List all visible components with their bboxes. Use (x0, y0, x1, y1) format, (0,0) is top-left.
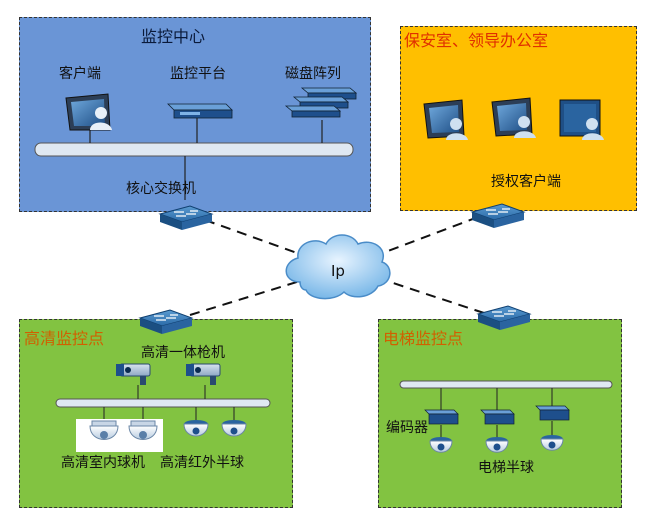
disk-array-label: 磁盘阵列 (285, 66, 341, 82)
center-backbone-bar (34, 142, 354, 157)
link-office-to-cloud (387, 216, 479, 252)
hd-monitoring-zone (19, 319, 293, 508)
ip-cloud (285, 234, 391, 300)
elevator-dome-3-icon (540, 435, 564, 451)
hd-backbone-bar (55, 398, 271, 408)
disk-array-icon (284, 87, 358, 118)
encoder-1-icon (424, 409, 459, 425)
indoor-dome-1-icon (89, 420, 119, 440)
gun-camera-1-icon (116, 363, 151, 385)
ir-dome-2-icon (221, 420, 247, 437)
authorized-client-label: 授权客户端 (491, 174, 561, 190)
ir-dome-1-icon (183, 420, 209, 437)
cloud-label: Ip (331, 262, 345, 280)
link-center-to-cloud (204, 219, 298, 254)
gun-camera-2-icon (186, 363, 221, 385)
encoder-label: 编码器 (386, 420, 428, 436)
core-switch-icon (158, 205, 214, 230)
authorized-client-monitor-3-icon (559, 99, 604, 140)
office-switch-icon (470, 203, 526, 228)
authorized-client-monitor-2-icon (491, 97, 536, 138)
client-label: 客户端 (59, 66, 101, 82)
elevator-dome-1-icon (429, 437, 453, 453)
hd-bus (55, 385, 271, 420)
link-hd-to-cloud (189, 280, 301, 316)
elevator-backbone-bar (399, 380, 613, 389)
center-bus (34, 116, 354, 200)
link-elevator-to-cloud (386, 280, 485, 314)
elevator-zone-title: 电梯监控点 (383, 329, 464, 348)
wan-links (189, 216, 485, 316)
hd-switch-icon (138, 309, 194, 334)
hd-zone-title: 高清监控点 (24, 329, 105, 348)
encoder-2-icon (480, 409, 515, 425)
monitoring-platform-icon (167, 103, 233, 119)
elevator-dome-label: 电梯半球 (478, 460, 534, 476)
gun-camera-label: 高清一体枪机 (141, 345, 225, 361)
encoder-3-icon (535, 405, 570, 421)
authorized-client-monitor-1-icon (423, 99, 468, 140)
elevator-bus (399, 380, 613, 438)
elevator-dome-2-icon (485, 437, 509, 453)
elevator-switch-icon (476, 305, 532, 330)
indoor-dome-2-icon (128, 420, 158, 440)
office-title: 保安室、领导办公室 (404, 31, 549, 50)
ir-dome-label: 高清红外半球 (160, 455, 244, 471)
monitoring-center-title: 监控中心 (141, 27, 206, 46)
platform-label: 监控平台 (170, 66, 226, 82)
client-workstation-icon (65, 93, 112, 131)
indoor-dome-label: 高清室内球机 (61, 455, 145, 471)
core-switch-label: 核心交换机 (126, 181, 196, 197)
cloud-shape (285, 234, 391, 300)
